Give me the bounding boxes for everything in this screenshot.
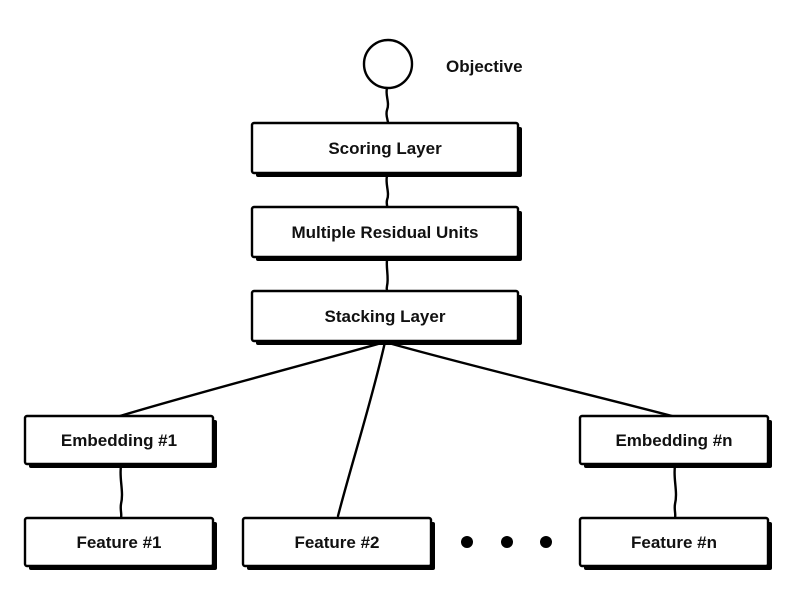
ellipsis-dot [461, 536, 473, 548]
embedding-1-box: Embedding #1 [23, 414, 217, 468]
scoring-layer-label: Scoring Layer [328, 139, 442, 158]
embedding-1-label: Embedding #1 [61, 431, 177, 450]
connector-embedding-n-feature-n [673, 464, 678, 520]
connector-stacking-embedding-1 [118, 340, 387, 418]
scoring-layer-box: Scoring Layer [250, 121, 522, 177]
feature-2-box: Feature #2 [241, 516, 435, 570]
ellipsis-dots [461, 536, 552, 548]
embedding-n-box: Embedding #n [578, 414, 772, 468]
connector-residual-stacking [385, 258, 389, 296]
feature-n-box: Feature #n [578, 516, 772, 570]
objective-circle [362, 38, 414, 90]
feature-1-label: Feature #1 [76, 533, 161, 552]
connector-stacking-embedding-n [383, 340, 674, 418]
connector-embedding-1-feature-1 [119, 464, 124, 520]
connector-stacking-feature-2 [336, 340, 387, 518]
objective-label: Objective [446, 57, 523, 76]
objective-node: Objective [362, 38, 523, 90]
stacking-layer-label: Stacking Layer [325, 307, 446, 326]
residual-units-box: Multiple Residual Units [250, 205, 522, 261]
connector-scoring-residual [385, 174, 390, 211]
feature-1-box: Feature #1 [23, 516, 217, 570]
feature-2-label: Feature #2 [294, 533, 379, 552]
stacking-layer-box: Stacking Layer [250, 289, 522, 345]
connector-objective-scoring [385, 86, 390, 128]
ellipsis-dot [540, 536, 552, 548]
connectors [118, 86, 678, 520]
ellipsis-dot [501, 536, 513, 548]
residual-units-label: Multiple Residual Units [291, 223, 478, 242]
feature-n-label: Feature #n [631, 533, 717, 552]
embedding-n-label: Embedding #n [615, 431, 732, 450]
